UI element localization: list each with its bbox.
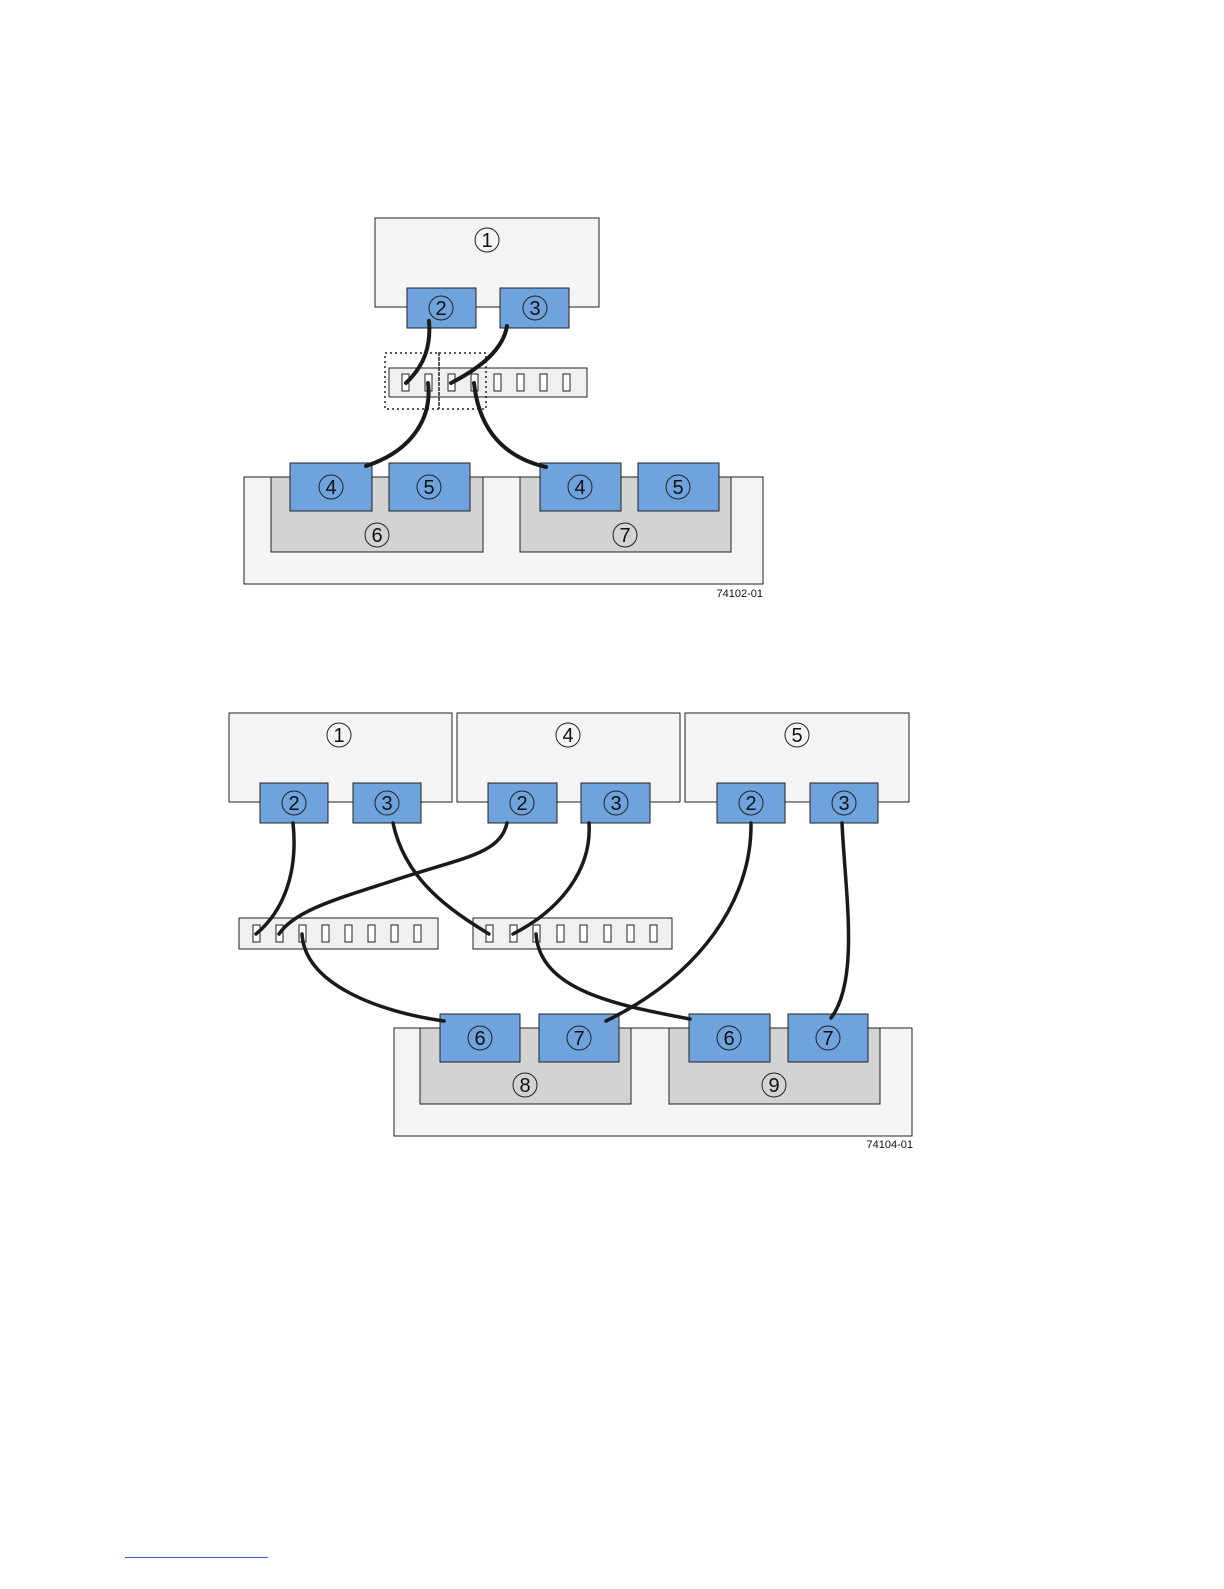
callout-ctrl-b-port-6: 6 [723,1028,734,1050]
callout-host-port-a: 2 [435,298,446,320]
cable [831,823,849,1018]
switch-port [345,925,352,942]
switch-port [580,925,587,942]
callout-host3-port-b: 3 [838,793,849,815]
figure-id: 74104-01 [867,1139,914,1151]
callout-host3: 5 [791,725,802,747]
callout-host3-port-a: 2 [745,793,756,815]
switch-port [557,925,564,942]
callout-ctrl-a-port-7: 7 [573,1028,584,1050]
switch [389,368,587,397]
figure-id: 74102-01 [717,588,764,600]
cable [393,823,489,934]
callout-host: 1 [481,230,492,252]
callout-ctrl-a-port-5: 5 [423,477,434,499]
figure-1: 1 2 3 4 5 [244,218,763,600]
callout-ctrl-a-port-4: 4 [325,477,336,499]
switch-port [517,374,524,391]
callout-host1-port-a: 2 [288,793,299,815]
callout-ctrl-b-port-5: 5 [672,477,683,499]
switch-port [627,925,634,942]
switch-port [604,925,611,942]
callout-controller-b: 9 [768,1075,779,1097]
callout-host2-port-b: 3 [610,793,621,815]
callout-host2-port-a: 2 [516,793,527,815]
switch-port [494,374,501,391]
switch-port [368,925,375,942]
callout-host1: 1 [333,725,344,747]
footer-rule [125,1557,268,1558]
callout-ctrl-a-port-6: 6 [474,1028,485,1050]
cable [256,823,294,934]
callout-controller-b: 7 [619,525,630,547]
callout-host-port-b: 3 [529,298,540,320]
callout-ctrl-b-port-7: 7 [822,1028,833,1050]
callout-controller-a: 6 [371,525,382,547]
switch-port [414,925,421,942]
cable [279,823,507,934]
cable [513,823,589,934]
switch-2 [473,918,672,949]
switch-port [563,374,570,391]
callout-controller-a: 8 [519,1075,530,1097]
callout-host1-port-b: 3 [381,793,392,815]
switch-port [540,374,547,391]
switch-port [650,925,657,942]
switch-port [391,925,398,942]
callout-ctrl-b-port-4: 4 [574,477,585,499]
switch-port [322,925,329,942]
callout-host2: 4 [562,725,573,747]
figure-2: 1 4 5 2 3 2 3 2 3 [229,713,913,1151]
